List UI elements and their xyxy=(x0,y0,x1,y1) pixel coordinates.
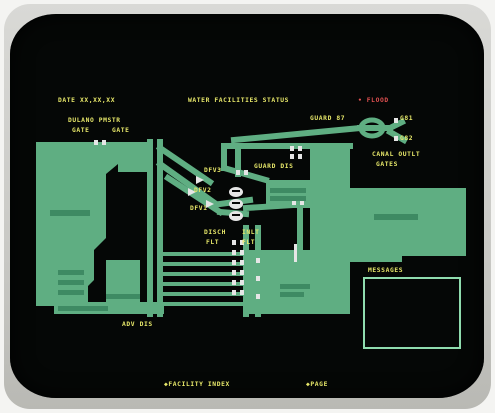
water-facilities-diagram: DATE XX,XX,XX WATER FACILITIES STATUS • … xyxy=(36,97,466,388)
water-areas xyxy=(36,142,466,314)
label-gates: GATES xyxy=(376,161,398,168)
label-guard-dis: GUARD DIS xyxy=(254,163,294,170)
flood-alert: • FLOOD xyxy=(358,97,389,104)
label-g82: G82 xyxy=(400,135,413,142)
label-dfv2: DFV2 xyxy=(194,187,212,194)
label-flt-2: FLT xyxy=(242,239,255,246)
left-reservoir xyxy=(36,142,150,306)
label-g81: G81 xyxy=(400,115,413,122)
label-adv-dis: ADV DIS xyxy=(122,321,153,328)
label-flt-1: FLT xyxy=(206,239,219,246)
messages-box xyxy=(363,277,461,349)
label-canal-outlet: CANAL OUTLT xyxy=(372,151,420,158)
crt-screen: DATE XX,XX,XX WATER FACILITIES STATUS • … xyxy=(10,14,484,398)
label-gate-1: GATE xyxy=(72,127,90,134)
label-gate-2: GATE xyxy=(112,127,130,134)
label-inlt: INLT xyxy=(242,229,260,236)
labels: DATE XX,XX,XX WATER FACILITIES STATUS • … xyxy=(58,97,420,328)
facility-index-link[interactable]: ◆FACILITY INDEX xyxy=(164,381,230,388)
label-disch: DISCH xyxy=(204,229,226,236)
label-dulano: DULANO PMSTR xyxy=(68,117,121,124)
canal-outlet-loop xyxy=(358,117,386,139)
faint-labels xyxy=(50,188,418,311)
center-block xyxy=(118,164,148,172)
page-title: WATER FACILITIES STATUS xyxy=(188,97,289,104)
date-label: DATE XX,XX,XX xyxy=(58,97,115,104)
label-dfv1: DFV1 xyxy=(190,205,208,212)
label-guard-87: GUARD 87 xyxy=(310,115,345,122)
right-basin xyxy=(310,144,466,280)
pipes xyxy=(147,117,409,317)
valves xyxy=(94,118,398,299)
label-dfv3: DFV3 xyxy=(204,167,222,174)
gate-arrows xyxy=(188,176,214,208)
page-link[interactable]: ◆PAGE xyxy=(306,381,328,388)
distribution-lines xyxy=(160,252,246,306)
messages-title: MESSAGES xyxy=(368,267,403,274)
